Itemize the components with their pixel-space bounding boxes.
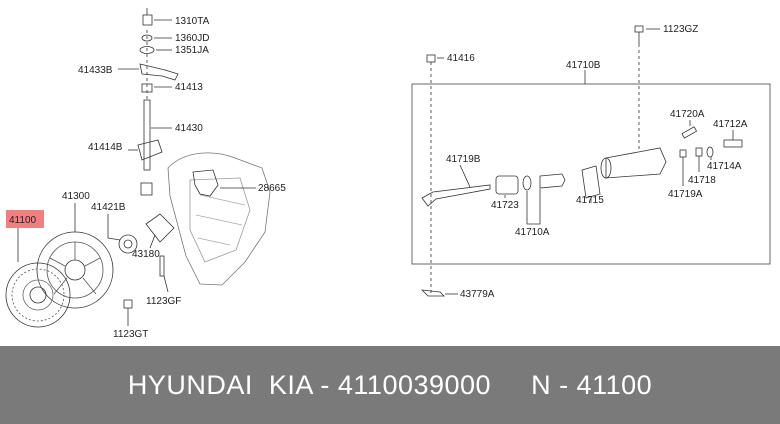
label-41720A: 41720A	[670, 109, 705, 120]
label-43180: 43180	[132, 249, 160, 260]
cylinder-body	[605, 147, 667, 179]
union-bolt-41712A	[723, 139, 743, 148]
spring-41715	[581, 165, 601, 199]
label-41414B: 41414B	[88, 142, 123, 153]
nut-1310TA	[142, 14, 153, 26]
piston-cup	[539, 173, 566, 189]
footer-banner: HYUNDAI KIA - 4110039000 N - 41100	[0, 346, 780, 424]
label-41416: 41416	[447, 53, 475, 64]
label-1123GZ: 1123GZ	[663, 24, 698, 35]
label-43779A: 43779A	[460, 289, 495, 300]
release-fork-41414B	[137, 139, 163, 161]
label-41421B: 41421B	[91, 202, 126, 213]
transmission-housing	[167, 152, 271, 286]
label-41719B: 41719B	[446, 154, 481, 165]
seal-ring	[522, 175, 532, 191]
label-41710A: 41710A	[515, 227, 550, 238]
gasket-41719A	[679, 149, 687, 158]
label-1360JD: 1360JD	[175, 33, 209, 44]
release-sleeve-43180	[145, 213, 175, 243]
bolt-1123GT	[123, 299, 133, 309]
clutch-disc-41100	[5, 262, 71, 328]
release-lever-41433B	[139, 63, 179, 81]
label-41433B: 41433B	[78, 65, 113, 76]
push-rod-41719B	[421, 184, 491, 207]
bolt-1123GF	[159, 255, 165, 277]
label-1123GF: 1123GF	[146, 296, 181, 307]
label-1310TA: 1310TA	[175, 16, 210, 27]
label-41719A: 41719A	[668, 189, 703, 200]
bolt-1123GZ	[634, 25, 644, 33]
transmission-housing-detail	[189, 177, 251, 263]
transmission-housing-ribs	[195, 194, 246, 246]
bushing-lower	[140, 182, 153, 196]
slave-cylinder-group-box	[411, 83, 771, 265]
piston-41723	[495, 175, 519, 195]
label-28665: 28665	[258, 183, 286, 194]
label-41100: 41100	[9, 215, 37, 226]
label-41714A: 41714A	[707, 161, 742, 172]
part-number-caption: HYUNDAI KIA - 4110039000 N - 41100	[127, 370, 653, 400]
label-1351JA: 1351JA	[175, 45, 209, 56]
bleeder-41720A	[681, 126, 698, 139]
washer-1351JA	[139, 46, 155, 54]
label-1123GT: 1123GT	[113, 329, 148, 340]
parts-diagram: 1310TA 1360JD 1351JA 41433B 41413 41430 …	[5, 8, 771, 340]
label-41723: 41723	[491, 200, 519, 211]
cap-41718	[695, 147, 703, 157]
highlight-box-41100	[6, 210, 44, 228]
release-bearing-41421B	[118, 234, 138, 254]
label-41712A: 41712A	[713, 119, 748, 130]
bolt-41416	[426, 54, 436, 63]
bracket-28665	[192, 169, 219, 197]
label-41430: 41430	[175, 123, 203, 134]
label-41718: 41718	[688, 175, 716, 186]
washer-1360JD	[141, 34, 153, 42]
label-41715: 41715	[576, 195, 604, 206]
label-41300: 41300	[62, 191, 90, 202]
release-shaft-41430	[143, 99, 151, 171]
label-41710B: 41710B	[566, 60, 601, 71]
washer-41714A	[706, 146, 714, 158]
label-41413: 41413	[175, 82, 203, 93]
clip-43779A	[420, 289, 445, 297]
